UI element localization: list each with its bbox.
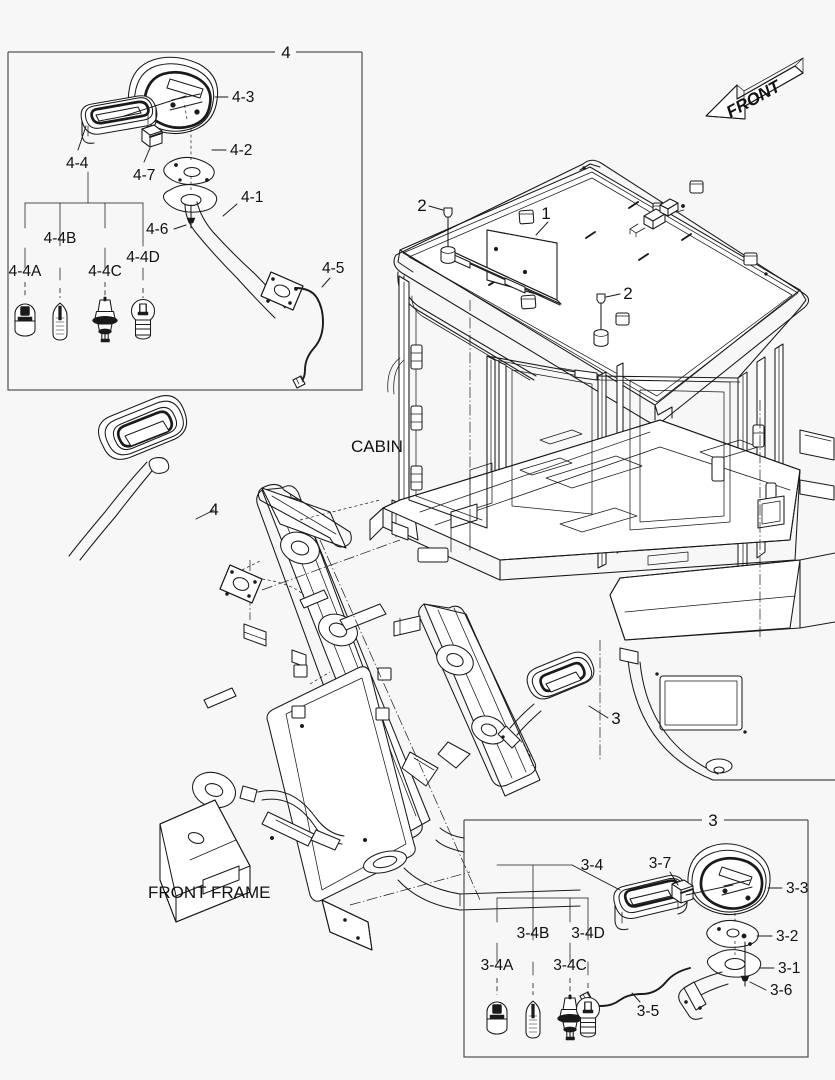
callout-3-5-label: 3-5 [637,1003,659,1020]
callout-3-label: 3 [611,709,620,728]
callout-4-3-label: 4-3 [232,89,254,106]
body-edge [435,839,465,853]
bulb-bracket-3: 3-4 3-4A 3-4B 3-4C 3-4D [481,857,621,995]
part-2-bolt-left [440,207,456,264]
callout-3-4A-label: 3-4A [481,957,514,974]
machine-illustration [159,159,835,951]
part-4-5-harness [292,287,324,389]
cab-body-structure [369,275,835,781]
callout-4-5-label: 4-5 [322,260,344,277]
part-3-6-bolt [740,941,750,987]
callout-4-2-label: 4-2 [230,142,252,159]
callout-4-4-label: 4-4 [66,155,89,172]
callout-4-label: 4 [209,500,218,519]
bulb-wedge-icon [14,303,36,337]
center-line [261,539,401,591]
front-frame-structure [159,483,581,951]
callout-3-4B-label: 3-4B [517,925,550,942]
callout-3-3-label: 3-3 [786,880,808,897]
callout-3-6-label: 3-6 [770,982,792,999]
detail-box-4-title: 4 [281,43,290,62]
part-4-1-arm [162,184,304,319]
callout-3-1-label: 3-1 [778,960,800,977]
part-3-1-arm [678,949,762,1020]
cabin-label: CABIN [351,437,403,456]
assembly-line [123,95,187,117]
callout-3-7-label: 3-7 [649,855,671,872]
callout-1-label: 1 [541,204,550,223]
mount-hidden-line [261,578,305,596]
main-callouts: 1 2 2 3 4 [195,196,633,728]
callout-3-2-label: 3-2 [776,928,798,945]
part-4-6-bolt [186,204,196,229]
installed-mirror-4 [68,395,305,604]
assembly-line [685,884,734,896]
callout-4-1-label: 4-1 [241,189,263,206]
detail-box-3: 3 [463,811,809,1058]
callout-3-4-label: 3-4 [581,857,604,874]
assembly-line [183,101,188,120]
bulb-wedge-icon [486,1001,508,1035]
callout-2a-label: 2 [417,196,426,215]
part-3-7-socket [671,879,694,904]
callout-4-4A-label: 4-4A [9,263,42,280]
callout-4-4D-label: 4-4D [126,249,160,266]
part-3-3-bezel [687,843,771,916]
part-1-plate [446,229,562,306]
callout-4-6-label: 4-6 [146,221,168,238]
callout-4-4B-label: 4-4B [44,230,77,247]
installed-mirror-3 [497,651,595,767]
body-edge [439,827,465,839]
detail-box-3-title: 3 [708,811,717,830]
callout-4-7-label: 4-7 [133,167,155,184]
hidden-line [299,499,381,521]
part-2-bolt-right [593,293,609,347]
detail-box-4: 4 [7,43,363,391]
front-frame-label: FRONT FRAME [148,883,270,902]
bulb-festoon-icon [525,1000,541,1039]
bulb-festoon-icon [52,302,68,341]
part-4-7-socket [141,124,163,148]
callout-3-4D-label: 3-4D [571,925,605,942]
callout-3-4C-label: 3-4C [553,957,587,974]
part-3-2-gasket [706,919,759,948]
part-4-2-gasket [163,156,215,185]
callout-4-4C-label: 4-4C [88,263,122,280]
bulb-bracket-4: 4-4A 4-4B 4-4C 4-4D [9,171,160,298]
callout-2b-label: 2 [623,284,632,303]
